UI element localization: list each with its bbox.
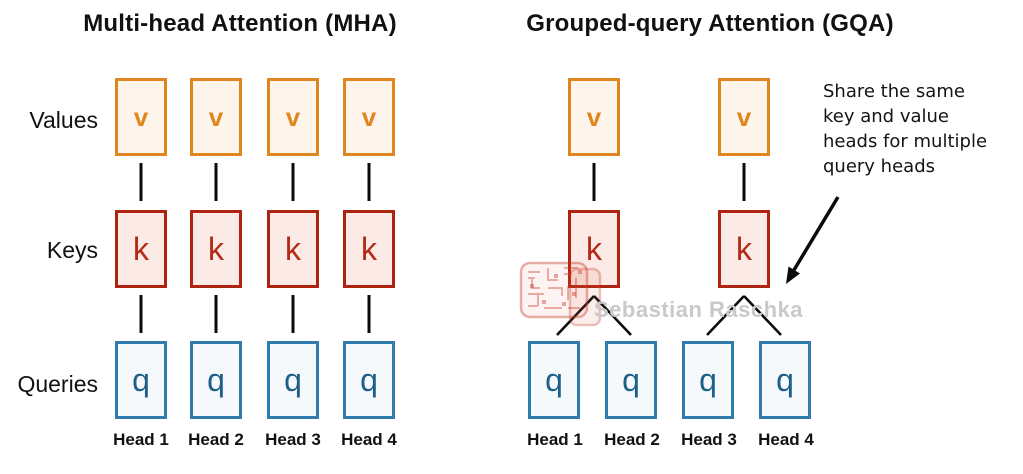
keys-row-label: Keys: [46, 237, 98, 263]
mha-value-letter-4: v: [361, 101, 377, 132]
gqa-query-box-3: q: [682, 341, 734, 419]
mha-value-box-2: v: [190, 78, 242, 156]
gqa-value-box-1: v: [568, 78, 620, 156]
gqa-value-letter-2: v: [736, 101, 752, 132]
gqa-query-letter-1: q: [545, 361, 563, 398]
mha-query-box-4: q: [343, 341, 395, 419]
gqa-query-box-4: q: [759, 341, 811, 419]
mha-head-label-3: Head 3: [265, 430, 321, 449]
gqa-key-box-1: k: [568, 210, 620, 288]
mha-query-letter-4: q: [360, 361, 378, 398]
mha-query-box-3: q: [267, 341, 319, 419]
gqa-title: Grouped-query Attention (GQA): [526, 10, 894, 37]
mha-head-label-2: Head 2: [188, 430, 244, 449]
gqa-key-letter-1: k: [586, 230, 602, 267]
gqa-query-letter-2: q: [622, 361, 640, 398]
gqa-query-box-1: q: [528, 341, 580, 419]
mha-value-box-1: v: [115, 78, 167, 156]
gqa-head-label-1: Head 1: [527, 430, 583, 449]
mha-value-box-3: v: [267, 78, 319, 156]
mha-head-label-1: Head 1: [113, 430, 169, 449]
gqa-key-letter-2: k: [736, 230, 752, 267]
mha-query-letter-2: q: [207, 361, 225, 398]
gqa-query-letter-4: q: [776, 361, 794, 398]
mha-key-letter-3: k: [285, 230, 301, 267]
mha-key-letter-2: k: [208, 230, 224, 267]
mha-value-box-4: v: [343, 78, 395, 156]
mha-query-box-2: q: [190, 341, 242, 419]
gqa-value-letter-1: v: [586, 101, 602, 132]
mha-query-letter-3: q: [284, 361, 302, 398]
gqa-head-label-3: Head 3: [681, 430, 737, 449]
gqa-query-box-2: q: [605, 341, 657, 419]
gqa-head-label-2: Head 2: [604, 430, 660, 449]
gqa-k1-q1-link: [556, 295, 595, 336]
mha-value-letter-1: v: [133, 101, 149, 132]
mha-title: Multi-head Attention (MHA): [83, 10, 397, 37]
queries-row-label: Queries: [17, 371, 98, 397]
values-row-label: Values: [29, 107, 98, 133]
mha-key-box-3: k: [267, 210, 319, 288]
mha-value-letter-2: v: [208, 101, 224, 132]
annotation-arrow-head: [786, 266, 800, 284]
mha-head-label-4: Head 4: [341, 430, 397, 449]
annotation-arrow-shaft: [792, 196, 840, 271]
gqa-value-box-2: v: [718, 78, 770, 156]
mha-key-letter-4: k: [361, 230, 377, 267]
mha-key-box-1: k: [115, 210, 167, 288]
mha-key-box-4: k: [343, 210, 395, 288]
mha-value-letter-3: v: [285, 101, 301, 132]
mha-query-box-1: q: [115, 341, 167, 419]
gqa-annotation-note: Share the same key and value heads for m…: [823, 81, 988, 177]
mha-key-letter-1: k: [133, 230, 149, 267]
mha-key-box-2: k: [190, 210, 242, 288]
mha-query-letter-1: q: [132, 361, 150, 398]
gqa-head-label-4: Head 4: [758, 430, 814, 449]
gqa-query-letter-3: q: [699, 361, 717, 398]
watermark-author-text: Sebastian Raschka: [594, 297, 804, 322]
gqa-key-box-2: k: [718, 210, 770, 288]
